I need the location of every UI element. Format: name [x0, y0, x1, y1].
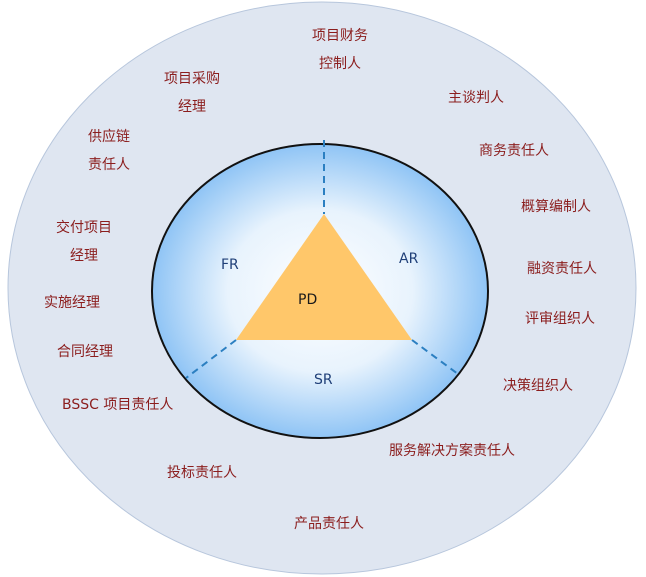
role-product-owner: 产品责任人 [294, 510, 364, 538]
role-line: 交付项目 [56, 220, 112, 236]
role-delivery-manager: 交付项目 经理 [56, 214, 112, 270]
role-line: 项目财务 [312, 28, 368, 44]
role-service-solution-owner: 服务解决方案责任人 [389, 437, 515, 465]
divider-left [185, 339, 237, 379]
role-line: 商务责任人 [479, 143, 549, 159]
role-decision-organizer: 决策组织人 [503, 372, 573, 400]
role-line: 概算编制人 [521, 199, 591, 215]
role-line: 实施经理 [44, 295, 100, 311]
divider-right [411, 339, 459, 375]
role-budget-preparer: 概算编制人 [521, 193, 591, 221]
role-line: 项目采购 [164, 71, 220, 87]
role-implementation-manager: 实施经理 [44, 289, 100, 317]
section-label-fr: FR [221, 257, 239, 273]
role-procurement-manager: 项目采购 经理 [164, 65, 220, 121]
role-bid-owner: 投标责任人 [167, 459, 237, 487]
section-label-ar: AR [399, 251, 419, 267]
role-line: 责任人 [88, 157, 130, 173]
role-line: 控制人 [319, 56, 361, 72]
role-financing-owner: 融资责任人 [527, 255, 597, 283]
role-line: 服务解决方案责任人 [389, 443, 515, 459]
role-line: 投标责任人 [167, 465, 237, 481]
role-supply-chain-owner: 供应链 责任人 [88, 123, 130, 179]
role-line: 产品责任人 [294, 516, 364, 532]
role-line: 合同经理 [57, 344, 113, 360]
role-bssc-owner: BSSC 项目责任人 [62, 391, 173, 419]
role-contract-manager: 合同经理 [57, 338, 113, 366]
role-line: 融资责任人 [527, 261, 597, 277]
role-line: 评审组织人 [525, 311, 595, 327]
core-triangle [236, 214, 412, 340]
role-project-finance-controller: 项目财务 控制人 [312, 22, 368, 78]
core-label-pd: PD [298, 292, 318, 308]
role-line: 经理 [70, 248, 98, 264]
role-line: 供应链 [88, 129, 130, 145]
role-chief-negotiator: 主谈判人 [448, 84, 504, 112]
role-business-owner: 商务责任人 [479, 137, 549, 165]
section-label-sr: SR [314, 372, 333, 388]
role-line: 决策组织人 [503, 378, 573, 394]
role-line: 主谈判人 [448, 90, 504, 106]
role-line: BSSC 项目责任人 [62, 397, 174, 413]
role-line: 经理 [178, 99, 206, 115]
role-review-organizer: 评审组织人 [525, 305, 595, 333]
